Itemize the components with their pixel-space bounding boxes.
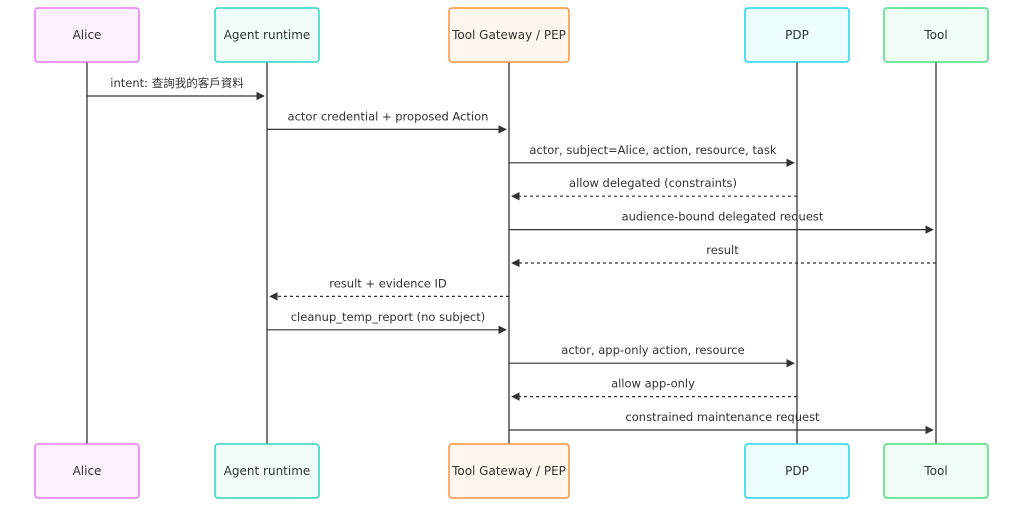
message-6: result [511, 243, 936, 268]
actor-pdp-top: PDP [744, 7, 850, 63]
message-10: allow app-only [511, 377, 797, 401]
actor-label: PDP [785, 28, 809, 42]
message-4: allow delegated (constraints) [511, 176, 797, 201]
actor-box [214, 443, 320, 499]
message-label: actor, app-only action, resource [561, 343, 744, 357]
message-label: actor credential + proposed Action [288, 109, 489, 123]
actor-box [883, 443, 989, 499]
actors-top: Alice Agent runtime Tool Gateway / PEP PDP T… [34, 7, 989, 63]
message-8: cleanup_temp_report (no subject) [267, 310, 507, 334]
actor-gateway-bottom: Tool Gateway / PEP [448, 443, 570, 499]
actors-bottom: Alice Agent runtime Tool Gateway / PEP PDP T… [34, 443, 989, 499]
message-11: constrained maintenance request [509, 410, 934, 435]
message-2: actor credential + proposed Action [267, 109, 507, 134]
message-label: result [706, 243, 739, 257]
actor-box [448, 7, 570, 63]
actor-alice-bottom: Alice [34, 443, 140, 499]
actor-label: Agent runtime [224, 28, 311, 42]
actor-box [744, 7, 850, 63]
actor-box [34, 7, 140, 63]
actor-label: Alice [73, 28, 102, 42]
actor-alice-top: Alice [34, 7, 140, 63]
actor-agent-bottom: Agent runtime [214, 443, 320, 499]
actor-box [34, 443, 140, 499]
actor-tool-top: Tool [883, 7, 989, 63]
actor-gateway-top: Tool Gateway / PEP [448, 7, 570, 63]
message-5: audience-bound delegated request [509, 210, 934, 234]
message-label: intent: 查詢我的客戶資料 [110, 76, 244, 90]
actor-label: Agent runtime [224, 464, 311, 478]
messages: intent: 查詢我的客戶資料 actor credential + propo… [87, 76, 936, 435]
actor-box [744, 443, 850, 499]
message-7: result + evidence ID [269, 276, 509, 301]
actor-box [883, 7, 989, 63]
lifelines [86, 62, 937, 444]
message-label: actor, subject=Alice, action, resource, … [529, 143, 777, 157]
message-label: audience-bound delegated request [622, 210, 824, 224]
message-label: allow app-only [611, 377, 695, 391]
actor-agent-top: Agent runtime [214, 7, 320, 63]
message-3: actor, subject=Alice, action, resource, … [509, 143, 795, 168]
actor-label: Tool [923, 28, 947, 42]
actor-label: Tool Gateway / PEP [451, 464, 566, 478]
message-1: intent: 查詢我的客戶資料 [87, 76, 265, 101]
message-label: result + evidence ID [329, 276, 447, 290]
actor-pdp-bottom: PDP [744, 443, 850, 499]
message-label: constrained maintenance request [625, 410, 820, 424]
actor-label: PDP [785, 464, 809, 478]
actor-tool-bottom: Tool [883, 443, 989, 499]
actor-box [214, 7, 320, 63]
message-label: cleanup_temp_report (no subject) [291, 310, 486, 324]
actor-label: Tool Gateway / PEP [451, 28, 566, 42]
actor-box [448, 443, 570, 499]
actor-label: Tool [923, 464, 947, 478]
actor-label: Alice [73, 464, 102, 478]
message-9: actor, app-only action, resource [509, 343, 795, 368]
message-label: allow delegated (constraints) [569, 176, 737, 190]
